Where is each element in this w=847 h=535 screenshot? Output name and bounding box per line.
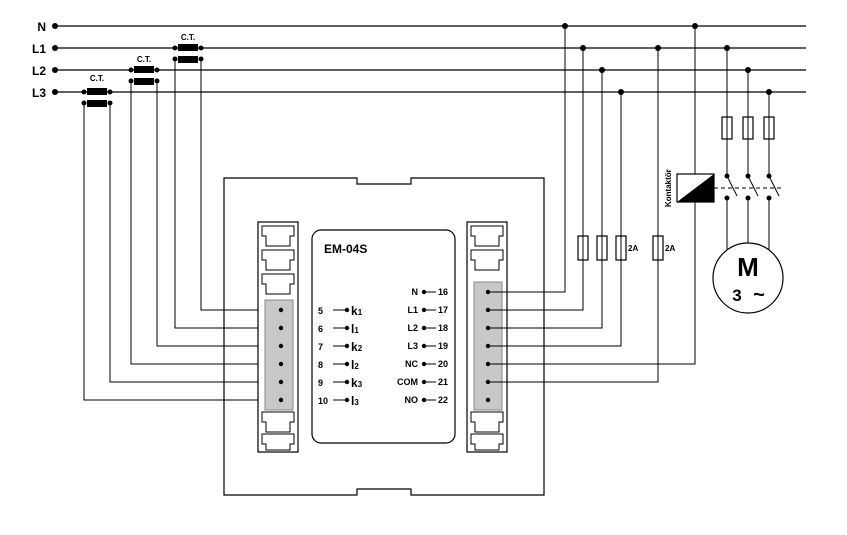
- svg-text:22: 22: [438, 395, 448, 405]
- right-terminal-block: [466, 221, 508, 453]
- ct-label-l1: C.T.: [181, 33, 195, 42]
- terminal-6: 6 l1: [318, 322, 359, 336]
- ct-l1: C.T.: [172, 33, 222, 329]
- terminal-21: COM 21: [397, 377, 448, 387]
- ct-l2: C.T.: [128, 55, 222, 365]
- svg-text:L2: L2: [407, 323, 418, 333]
- line-label-l1: L1: [32, 42, 46, 56]
- terminal-17: L1 17: [407, 305, 448, 315]
- left-terminal-labels: 5 k1 6 l1 7 k2 8 l2 9 k3 10 l3: [318, 304, 363, 408]
- terminal-10: 10 l3: [318, 394, 359, 408]
- fuse-label-2: 2A: [665, 244, 675, 253]
- svg-text:9: 9: [318, 378, 323, 388]
- svg-text:l2: l2: [351, 358, 359, 372]
- svg-text:k2: k2: [351, 340, 363, 354]
- svg-text:18: 18: [438, 323, 448, 333]
- svg-text:7: 7: [318, 342, 323, 352]
- svg-text:21: 21: [438, 377, 448, 387]
- svg-text:L1: L1: [407, 305, 418, 315]
- line-label-l3: L3: [32, 86, 46, 100]
- fuse-label-1: 2A: [628, 244, 638, 253]
- right-terminal-labels: N 16 L1 17 L2 18 L3 19 NC 20 COM 21: [397, 287, 448, 405]
- terminal-5: 5 k1: [318, 304, 363, 318]
- svg-text:17: 17: [438, 305, 448, 315]
- motor-letter: M: [737, 252, 759, 282]
- svg-text:8: 8: [318, 360, 323, 370]
- fuses: 2A 2A: [577, 235, 675, 261]
- terminal-20: NC 20: [405, 359, 448, 369]
- ct-l3: C.T.: [81, 74, 222, 401]
- motor-ac-symbol: ~: [753, 284, 765, 306]
- motor-phase: 3: [732, 286, 741, 305]
- terminal-18: L2 18: [407, 323, 448, 333]
- terminal-8: 8 l2: [318, 358, 359, 372]
- svg-text:5: 5: [318, 306, 323, 316]
- svg-text:k1: k1: [351, 304, 363, 318]
- motor-supply: [714, 45, 784, 250]
- label-panel: EM-04S: [311, 229, 456, 444]
- ct-label-l2: C.T.: [137, 55, 151, 64]
- terminal-9: 9 k3: [318, 376, 363, 390]
- contactor: Kontaktör: [664, 169, 715, 207]
- line-label-l2: L2: [32, 64, 46, 78]
- svg-text:19: 19: [438, 341, 448, 351]
- line-label-n: N: [37, 20, 46, 34]
- svg-text:l3: l3: [351, 394, 359, 408]
- terminal-19: L3 19: [407, 341, 448, 351]
- terminal-16: N 16: [412, 287, 449, 297]
- right-side-wiring: [488, 23, 698, 383]
- device-model: EM-04S: [324, 242, 367, 256]
- svg-text:NO: NO: [405, 395, 419, 405]
- svg-text:20: 20: [438, 359, 448, 369]
- svg-text:6: 6: [318, 324, 323, 334]
- svg-text:L3: L3: [407, 341, 418, 351]
- ct-label-l3: C.T.: [90, 74, 104, 83]
- svg-text:NC: NC: [405, 359, 418, 369]
- svg-text:COM: COM: [397, 377, 418, 387]
- terminal-7: 7 k2: [318, 340, 363, 354]
- svg-text:16: 16: [438, 287, 448, 297]
- svg-text:N: N: [412, 287, 419, 297]
- motor: M 3 ~: [712, 242, 784, 314]
- left-terminal-block: [257, 221, 299, 453]
- svg-text:l1: l1: [351, 322, 359, 336]
- current-transformers: C.T. C.T. C.T.: [81, 33, 222, 401]
- svg-text:k3: k3: [351, 376, 363, 390]
- terminal-22: NO 22: [405, 395, 449, 405]
- svg-text:10: 10: [318, 396, 328, 406]
- contactor-label: Kontaktör: [664, 169, 673, 207]
